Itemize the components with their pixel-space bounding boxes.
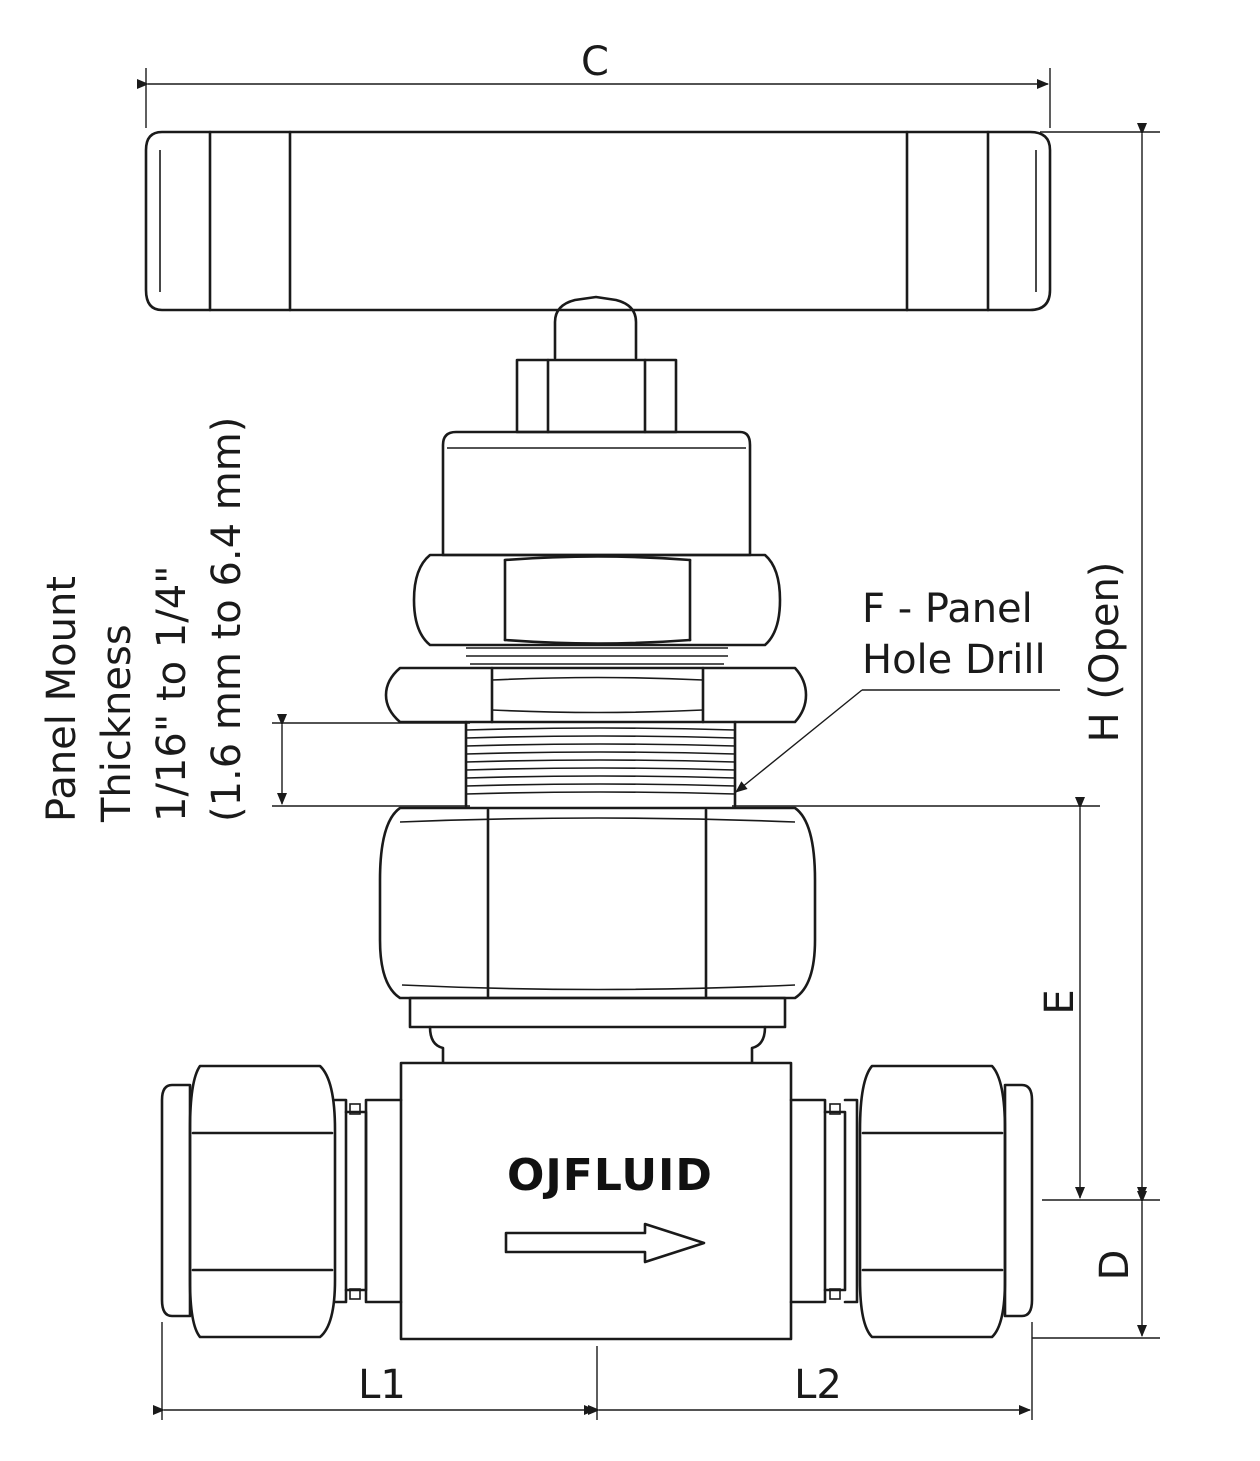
thread-ridge [465,767,736,771]
dimension-e: E [732,797,1100,1199]
panel-mount-line1: Panel Mount [39,576,85,822]
dimension-e-label: E [1037,989,1083,1014]
dimension-l2-label: L2 [794,1362,842,1408]
bonnet-cap [441,430,752,557]
packing-nut-hex [412,553,782,647]
panel-mount-line3: 1/16" to 1/4" [149,565,195,822]
panel-mount-line4: (1.6 mm to 6.4 mm) [204,417,250,822]
panel-mount-line2: Thickness [94,624,140,823]
left-tube-fitting [160,1064,403,1339]
thread-ridge [465,791,736,795]
right-tube-fitting [789,1064,1034,1339]
dimension-h: H (Open) [1040,123,1160,1199]
brand-logo: OJFLUID [507,1150,713,1201]
threaded-shank [464,720,737,808]
panel-hole-label-line2: Hole Drill [862,637,1046,683]
dimension-c-label: C [581,39,609,85]
dimension-c: C [137,39,1051,128]
thread-ridge [465,727,736,731]
flow-arrow-icon [504,1222,706,1264]
valve-stem [515,295,678,434]
short-thread [466,647,728,665]
thread-ridge [465,743,736,747]
thread-ridge [465,775,736,779]
panel-nut [384,666,808,724]
dimension-d-label: D [1092,1250,1138,1281]
dimension-d: D [1032,1191,1160,1339]
panel-hole-label-line1: F - Panel [862,586,1033,632]
panel-hole-callout: F - Panel Hole Drill [735,586,1060,793]
body-hex-nut [378,806,817,1064]
dimension-l1-label: L1 [358,1362,406,1408]
panel-mount-thickness-note: Panel Mount Thickness 1/16" to 1/4" (1.6… [39,417,250,823]
panel-thickness-dimension [272,714,470,807]
valve-body: OJFLUID [399,1061,793,1341]
thread-ridge [465,759,736,763]
thread-ridge [465,783,736,787]
dimension-l1-l2: L1 L2 [153,1322,1033,1420]
dimension-h-label: H (Open) [1082,562,1128,743]
thread-ridge [465,735,736,739]
t-handle [144,130,1052,312]
thread-ridge [465,751,736,755]
